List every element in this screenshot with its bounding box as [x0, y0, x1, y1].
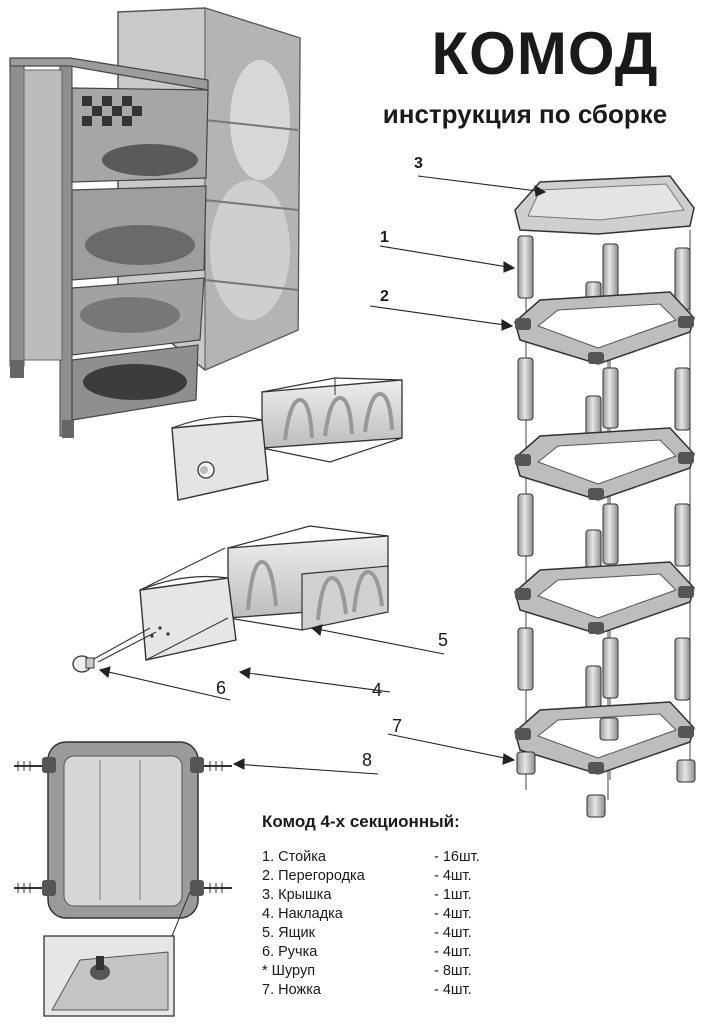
part-item: 4. Накладка - 4шт.	[262, 905, 512, 924]
part-qty: - 8шт.	[434, 963, 472, 979]
parts-list-title: Комод 4-х секционный:	[262, 812, 460, 831]
page-subtitle: инструкция по сборке	[382, 99, 668, 129]
part-name: 5. Ящик	[262, 925, 315, 941]
part-item: 6. Ручка - 4шт.	[262, 943, 512, 962]
part-name: 2. Перегородка	[262, 868, 365, 884]
callout-5: 5	[438, 630, 448, 650]
callout-8: 8	[362, 750, 372, 770]
exploded-frame-tower	[514, 175, 696, 818]
drawer-exploded-bottom	[72, 525, 389, 673]
part-name: 6. Ручка	[262, 944, 318, 960]
callout-leaders	[98, 175, 547, 775]
part-item: 2. Перегородка - 4шт.	[262, 867, 512, 886]
callout-4: 4	[372, 680, 382, 700]
bottom-view-screws	[14, 741, 232, 1017]
callout-7: 7	[392, 716, 402, 736]
callout-6: 6	[216, 678, 226, 698]
part-qty: - 4шт.	[434, 868, 472, 884]
part-name: 7. Ножка	[262, 982, 321, 998]
part-qty: - 1шт.	[434, 887, 472, 903]
parts-list: 1. Стойка - 16шт. 2. Перегородка - 4шт. 3.…	[262, 848, 512, 1000]
callout-1: 1	[380, 229, 389, 246]
callout-labels: 3 1 2 5 4 6 7 8	[216, 155, 448, 770]
part-qty: - 4шт.	[434, 906, 472, 922]
assembled-chest-image	[9, 7, 301, 438]
part-item: 5. Ящик - 4шт.	[262, 924, 512, 943]
page-title: КОМОД	[431, 20, 659, 87]
part-qty: - 16шт.	[434, 849, 480, 865]
part-name: * Шуруп	[262, 963, 316, 979]
callout-3: 3	[414, 155, 423, 172]
part-qty: - 4шт.	[434, 944, 472, 960]
part-item: 3. Крышка - 1шт.	[262, 886, 512, 905]
callout-2: 2	[380, 288, 389, 305]
drawer-exploded-top	[171, 377, 403, 501]
part-qty: - 4шт.	[434, 982, 472, 998]
part-item: 7. Ножка - 4шт.	[262, 981, 512, 1000]
part-name: 3. Крышка	[262, 887, 332, 903]
part-name: 1. Стойка	[262, 849, 326, 865]
part-item: 1. Стойка - 16шт.	[262, 848, 512, 867]
part-qty: - 4шт.	[434, 925, 472, 941]
part-name: 4. Накладка	[262, 906, 343, 922]
part-item: * Шуруп - 8шт.	[262, 962, 512, 981]
